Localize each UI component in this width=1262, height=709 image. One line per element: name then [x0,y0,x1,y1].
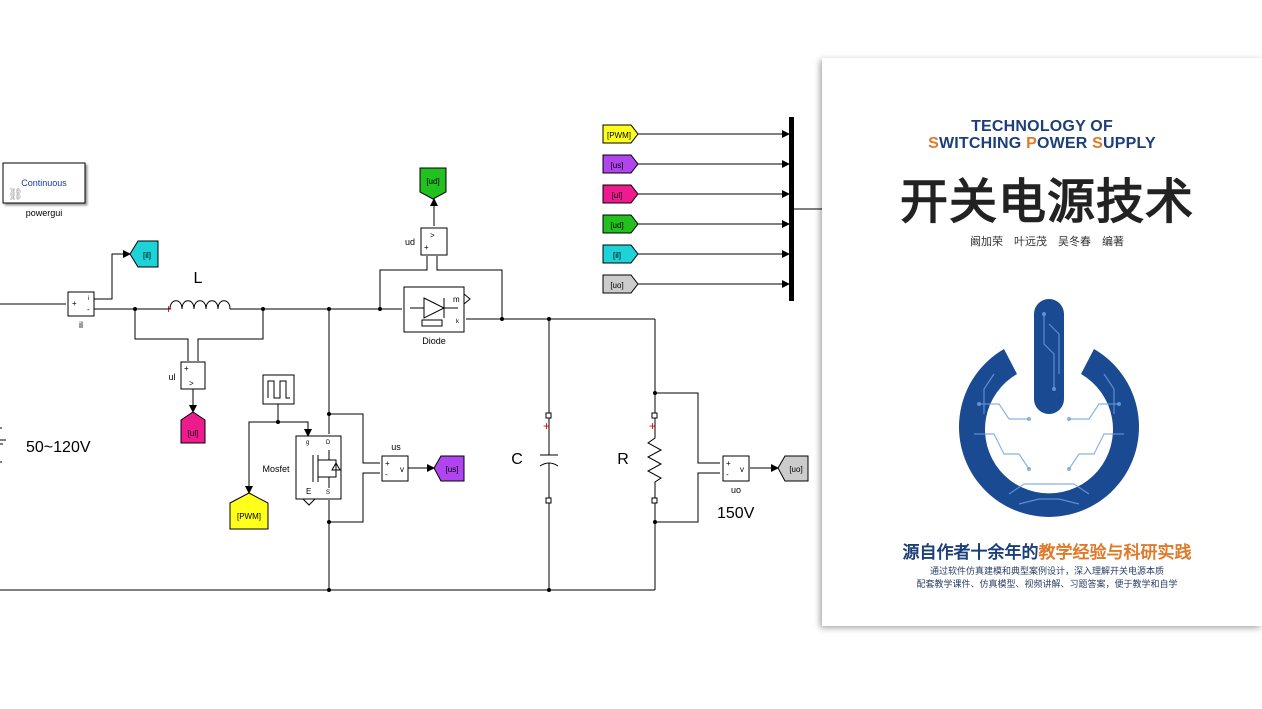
tag-us-text: [us] [446,465,459,474]
book-title-cn: 开关电源技术 [899,176,1194,229]
powergui-label: powergui [26,208,63,218]
label-us-meter: us [391,442,401,452]
mux-input-label: [us] [611,161,624,170]
svg-text:+: + [649,419,656,433]
label-output-voltage: 150V [717,505,755,522]
book-description-line2: 配套教学课件、仿真模型、视频讲解、习题答案，便于教学和自学 [916,579,1178,589]
mosfet-block[interactable]: g D E S [295,435,342,506]
book-authors: 阚加荣 叶远茂 吴冬春 编著 [970,236,1124,248]
mux-from-tags: [PWM] [us] [ul] [ud] [il] [uo] [602,124,790,294]
svg-text:D: D [326,440,331,446]
current-meter-il[interactable]: + - i [67,291,95,317]
goto-tag-pwm[interactable]: [PWM] [229,492,269,530]
svg-text:+: + [184,364,189,373]
label-input-voltage: 50~120V [26,439,91,456]
tag-pwm-text: [PWM] [237,512,261,521]
svg-text:k: k [456,319,460,325]
mux-input-label: [uo] [610,281,623,290]
from-tag-ul[interactable]: [ul] [602,184,790,204]
goto-tag-uo[interactable]: [uo] [777,455,809,482]
goto-tag-il[interactable]: [il] [129,240,159,268]
voltage-meter-ul[interactable]: +> [180,361,206,390]
label-ud-meter: ud [405,237,415,247]
svg-text:i: i [88,296,89,302]
dc-source-fragment [0,427,6,463]
goto-tag-ud-top[interactable]: [ud] [419,167,447,200]
svg-text:v: v [740,465,744,474]
label-diode: Diode [422,336,446,346]
svg-text:g: g [306,440,309,446]
book-tagline: 源自作者十余年的教学经验与科研实践 [902,543,1192,562]
label-uo-meter: uo [731,485,741,495]
tag-ul-text: [ul] [188,429,199,438]
book-title-en-line1: TECHNOLOGY OF [971,118,1113,135]
label-C: C [511,451,523,468]
svg-text:+: + [726,459,731,468]
inductor-L[interactable]: + [157,300,240,316]
pulse-generator[interactable] [262,374,295,405]
mux-input-label: [ud] [610,221,623,230]
mux-input-label: [il] [613,251,621,260]
svg-text:+: + [424,243,429,252]
tag-uo-text: [uo] [789,465,802,474]
goto-tag-ul[interactable]: [ul] [180,411,206,444]
from-tag-il[interactable]: [il] [602,244,790,264]
tag-il-text: [il] [143,251,151,260]
powergui-block[interactable]: Continuous ⛓ [2,162,86,204]
svg-text:-: - [87,305,90,314]
powergui-mode-text: Continuous [21,178,67,188]
svg-text:v: v [400,465,404,474]
mux-input-label: [PWM] [607,131,631,140]
capacitor-C[interactable]: + [539,412,559,504]
book-title-en-line2: SWITCHING POWER SUPPLY [928,135,1156,152]
from-tag-uo[interactable]: [uo] [602,274,790,294]
goto-tag-us[interactable]: [us] [433,455,465,482]
link-icon: ⛓ [8,187,23,201]
svg-text:m: m [453,295,460,304]
mux-block[interactable] [789,117,794,301]
svg-text:E: E [306,487,311,496]
book-cover: TECHNOLOGY OF SWITCHING POWER SUPPLY 开关电… [822,58,1262,626]
resistor-R[interactable]: + [646,412,663,504]
voltage-meter-ud[interactable]: >+ [420,227,448,256]
voltage-meter-us[interactable]: + - v [381,455,409,482]
book-description-line1: 通过软件仿真建模和典型案例设计，深入理解开关电源本质 [929,566,1164,576]
svg-text:-: - [385,470,388,479]
label-L: L [194,270,203,287]
svg-text:+: + [543,419,550,433]
power-icon [959,299,1139,517]
from-tag-ud[interactable]: [ud] [602,214,790,234]
mux-input-label: [ul] [612,191,623,200]
label-mosfet: Mosfet [262,464,290,474]
svg-text:>: > [189,379,194,388]
svg-text:+: + [385,459,390,468]
svg-text:-: - [726,470,729,479]
label-il-meter: il [79,320,83,330]
from-tag-us[interactable]: [us] [602,154,790,174]
junction-dots [133,307,657,592]
label-R: R [617,451,629,468]
voltage-meter-uo[interactable]: + - v [722,455,750,482]
label-ul-meter: ul [168,372,175,382]
svg-text:>: > [430,231,435,240]
svg-text:S: S [326,490,330,496]
svg-text:+: + [72,299,77,308]
diode-block[interactable]: m k [403,286,471,333]
tag-ud-top-text: [ud] [426,177,439,186]
from-tag-pwm[interactable]: [PWM] [602,124,790,144]
circuit-wires [0,198,822,591]
